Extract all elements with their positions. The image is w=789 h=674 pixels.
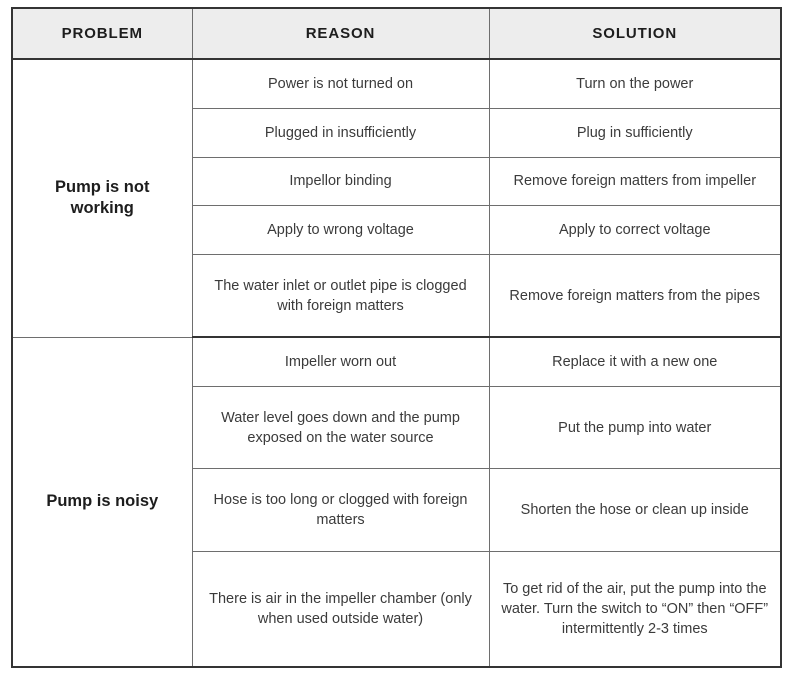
reason-cell: Plugged in insufficiently [192, 108, 490, 158]
reason-cell: The water inlet or outlet pipe is clogge… [192, 254, 490, 339]
solution-cell: Replace it with a new one [489, 337, 780, 388]
solution-cell: To get rid of the air, put the pump into… [501, 580, 769, 637]
solution-cell: Remove foreign matters from impeller [489, 157, 780, 207]
table-row: The water inlet or outlet pipe is clogge… [13, 254, 780, 339]
solution-cell: Remove foreign matters from the pipes [489, 254, 780, 339]
reason-cell: Hose is too long or clogged with foreign… [192, 468, 490, 552]
column-header-reason: REASON [192, 9, 490, 60]
reason-cell: There is air in the impeller chamber (on… [192, 551, 490, 666]
solution-cell: Plug in sufficiently [489, 108, 780, 158]
reason-cell: Apply to wrong voltage [192, 205, 490, 255]
table-row: There is air in the impeller chamber (on… [13, 551, 780, 666]
header-row: PROBLEM REASON SOLUTION [13, 9, 780, 60]
solution-cell: Shorten the hose or clean up inside [489, 468, 780, 552]
solution-cell: Put the pump into water [489, 386, 780, 470]
reason-cell: Impellor binding [192, 157, 490, 207]
solution-cell: Turn on the power [489, 59, 780, 109]
table-row: Water level goes down and the pump expos… [13, 386, 780, 470]
reason-cell: Impeller worn out [192, 337, 490, 388]
reason-cell: Water level goes down and the pump expos… [192, 386, 490, 470]
table-row: Hose is too long or clogged with foreign… [13, 468, 780, 552]
solution-cell: Apply to correct voltage [489, 205, 780, 255]
problem-cell: Pump is noisy [13, 337, 193, 666]
table-header: PROBLEM REASON SOLUTION [13, 9, 780, 60]
reason-cell: Power is not turned on [192, 59, 490, 109]
column-header-solution: SOLUTION [489, 9, 780, 60]
column-header-problem: PROBLEM [13, 9, 193, 60]
